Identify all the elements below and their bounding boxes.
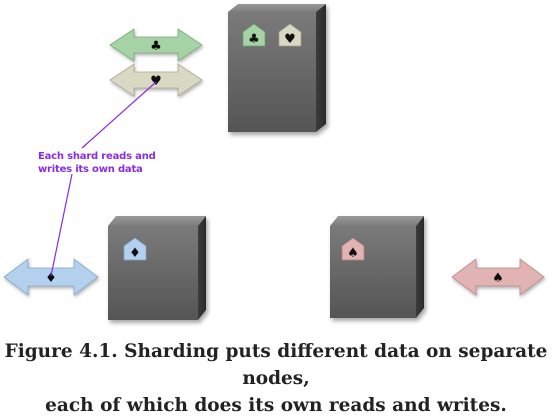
annotation-leader-heart [81,81,157,149]
shard-tag-spade: ♠ [341,237,365,261]
annotation-leader-diamond [50,173,73,277]
club-arrow-icon: ♣ [150,39,162,54]
spade-access-arrow: ♠ [451,258,545,296]
annotation-line-2: writes its own data [38,164,143,175]
spade-icon: ♠ [347,246,359,261]
figure-caption-line-1: Figure 4.1. Sharding puts different data… [4,341,548,389]
annotation-text: Each shard reads and writes its own data [38,150,158,176]
diamond-icon: ♦ [129,246,141,261]
annotation-line-1: Each shard reads and [38,151,156,162]
club-icon: ♣ [248,32,260,47]
diamond-arrow-icon: ♦ [45,271,57,286]
heart-access-arrow: ♥ [109,63,203,97]
sharding-diagram: ♣ ♥ ♦ ♠ ♣ ♥ ♦ ♠ [3,4,545,320]
shard-tag-heart: ♥ [278,23,302,47]
server-node-top [228,4,326,132]
club-access-arrow: ♣ [109,28,203,62]
diamond-access-arrow: ♦ [3,258,99,296]
server-node-left [108,216,206,320]
figure-caption-line-2: each of which does its own reads and wri… [45,395,507,416]
spade-arrow-icon: ♠ [492,271,504,286]
server-node-right [330,216,424,318]
heart-arrow-icon: ♥ [150,74,162,89]
shard-tag-diamond: ♦ [123,237,147,261]
figure-caption: Figure 4.1. Sharding puts different data… [0,338,552,419]
shard-tag-club: ♣ [242,23,266,47]
heart-icon: ♥ [284,32,296,47]
